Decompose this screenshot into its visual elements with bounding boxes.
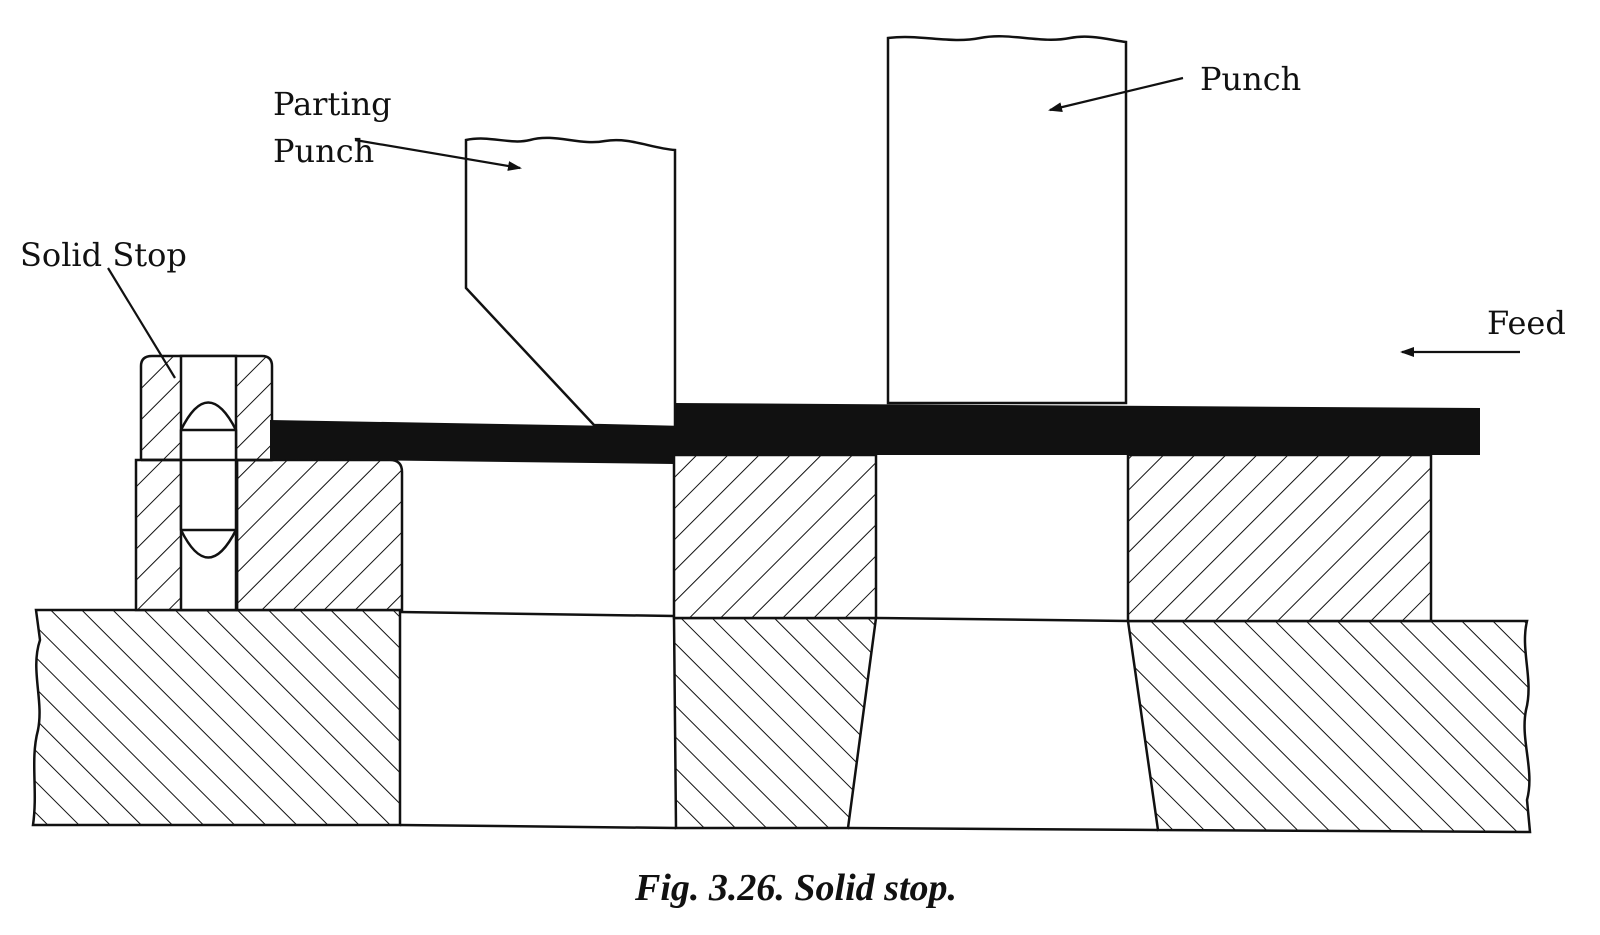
bolster-middle-block <box>672 616 878 830</box>
punch-label: Punch <box>1200 60 1301 98</box>
parting-punch-label-line1: Parting <box>273 85 392 123</box>
die-block-right <box>1126 453 1433 623</box>
solid-stop-leader <box>107 267 176 379</box>
figure-caption: Fig. 3.26. Solid stop. <box>634 867 957 909</box>
die-block-middle <box>672 453 878 620</box>
bolster-right-block <box>1126 619 1532 834</box>
parting-punch-label-line2: Punch <box>273 132 374 170</box>
punch <box>886 35 1128 405</box>
strip-cut-section <box>270 420 674 464</box>
strip-main-section <box>674 403 1480 455</box>
parting-punch-leader <box>354 138 522 171</box>
feed-label: Feed <box>1487 304 1566 342</box>
punch-leader <box>1048 76 1184 113</box>
die-blocks <box>235 453 1433 623</box>
solid-stop-pin-head <box>179 401 238 559</box>
stock-strip <box>270 403 1480 464</box>
solid-stop-label: Solid Stop <box>20 236 187 274</box>
die-block-left <box>235 458 404 612</box>
bolster-left-block <box>31 608 402 827</box>
parting-punch <box>464 136 677 429</box>
solid-stop <box>134 354 274 612</box>
bolster-plate <box>31 608 1532 834</box>
